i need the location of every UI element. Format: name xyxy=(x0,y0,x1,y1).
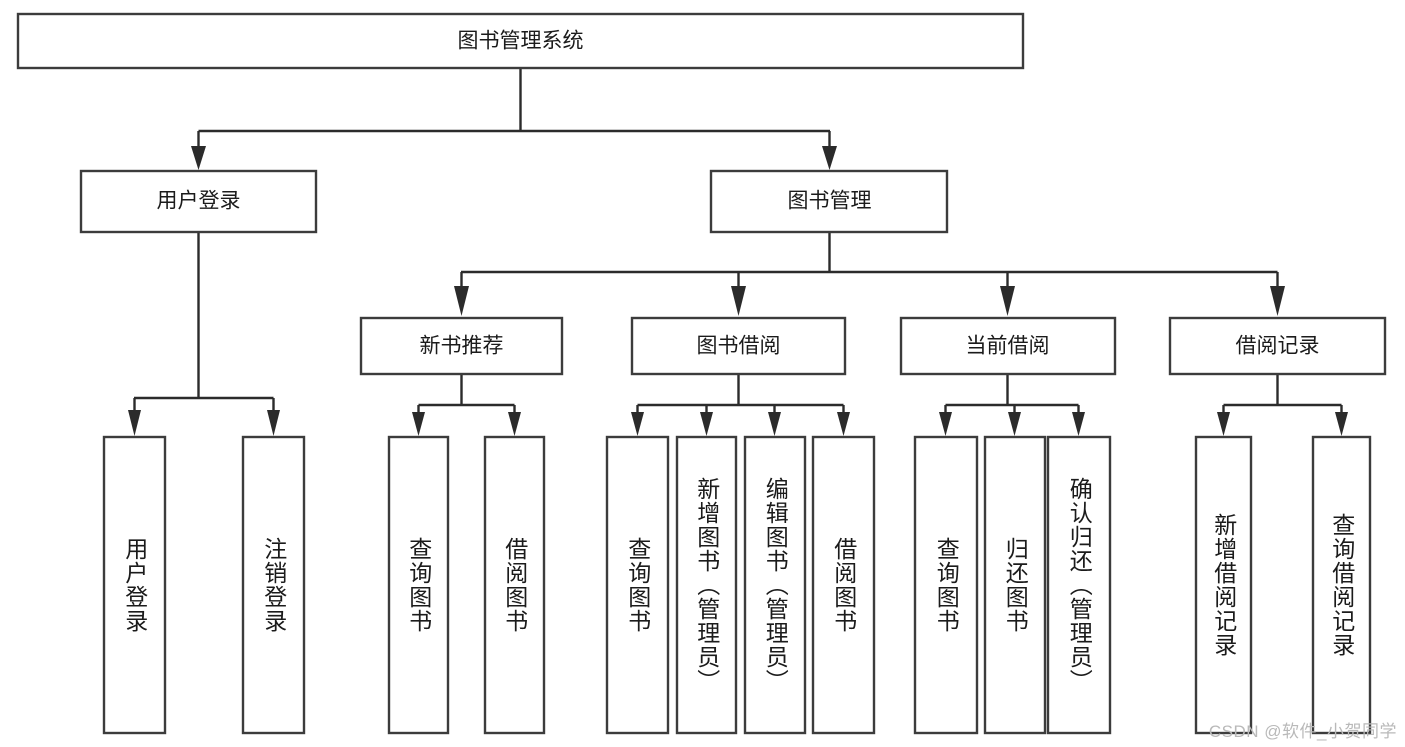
arrow-head-leaf-edit-book xyxy=(768,412,781,436)
connector-group-new-book-recommend xyxy=(412,374,521,436)
node-root-label: 图书管理系统 xyxy=(458,30,584,53)
arrow-head-current-borrow xyxy=(1000,286,1015,316)
leaf-query-book-rec-box[interactable] xyxy=(387,435,450,735)
arrow-head-leaf-add-book xyxy=(700,412,713,436)
node-user-login[interactable]: 用户登录 xyxy=(79,169,318,234)
node-current-borrow-label: 当前借阅 xyxy=(966,335,1050,358)
connector-group-borrow-record xyxy=(1217,374,1348,436)
leaf-add-book-box[interactable] xyxy=(675,435,738,735)
leaf-query-book-current-box[interactable] xyxy=(913,435,979,735)
node-user-login-box[interactable] xyxy=(79,169,318,234)
node-borrow-record[interactable]: 借阅记录 xyxy=(1168,316,1387,376)
connector-group-root xyxy=(191,68,837,170)
arrow-head-leaf-query-borrow-record xyxy=(1335,412,1348,436)
arrow-head-leaf-borrow-book-rec xyxy=(508,412,521,436)
node-book-borrow[interactable]: 图书借阅 xyxy=(630,316,847,376)
node-root-box[interactable] xyxy=(16,12,1025,70)
leaf-logout-login-box[interactable] xyxy=(241,435,306,735)
connector-group-user-login xyxy=(128,232,280,436)
arrow-head-leaf-query-book-current xyxy=(939,412,952,436)
connector-group-current-borrow xyxy=(939,374,1085,436)
leaf-borrow-book-box[interactable] xyxy=(811,435,876,735)
leaf-add-borrow-record-box[interactable] xyxy=(1194,435,1253,735)
leaf-confirm-return-box[interactable] xyxy=(1046,435,1112,735)
connector-group-book-borrow xyxy=(631,374,850,436)
arrow-head-book-management xyxy=(822,146,837,170)
node-borrow-record-label: 借阅记录 xyxy=(1236,335,1320,358)
node-book-management[interactable]: 图书管理 xyxy=(709,169,949,234)
node-borrow-record-box[interactable] xyxy=(1168,316,1387,376)
node-user-login-label: 用户登录 xyxy=(157,190,241,213)
node-current-borrow[interactable]: 当前借阅 xyxy=(899,316,1117,376)
arrow-head-borrow-record xyxy=(1270,286,1285,316)
node-book-borrow-box[interactable] xyxy=(630,316,847,376)
node-new-book-recommend-label: 新书推荐 xyxy=(420,335,504,358)
node-book-borrow-label: 图书借阅 xyxy=(697,335,781,358)
arrow-head-leaf-add-borrow-record xyxy=(1217,412,1230,436)
arrow-head-leaf-return-book xyxy=(1008,412,1021,436)
leaf-edit-book-box[interactable] xyxy=(743,435,807,735)
arrow-head-leaf-logout-login xyxy=(267,410,280,436)
csdn-watermark: CSDN @软件_小贺同学 xyxy=(1208,722,1397,741)
arrow-head-user-login xyxy=(191,146,206,170)
arrow-head-leaf-query-book-rec xyxy=(412,412,425,436)
leaf-query-book-borrow-box[interactable] xyxy=(605,435,670,735)
leaf-user-login-box[interactable] xyxy=(102,435,167,735)
node-current-borrow-box[interactable] xyxy=(899,316,1117,376)
leaf-query-borrow-record-box[interactable] xyxy=(1311,435,1372,735)
arrow-head-leaf-query-book-borrow xyxy=(631,412,644,436)
arrow-head-leaf-user-login xyxy=(128,410,141,436)
node-book-management-box[interactable] xyxy=(709,169,949,234)
node-new-book-recommend-box[interactable] xyxy=(359,316,564,376)
leaf-boxes xyxy=(102,435,1372,735)
arrow-head-leaf-borrow-book xyxy=(837,412,850,436)
leaf-borrow-book-rec-box[interactable] xyxy=(483,435,546,735)
node-root[interactable]: 图书管理系统 xyxy=(16,12,1025,70)
leaf-return-book-box[interactable] xyxy=(983,435,1047,735)
node-new-book-recommend[interactable]: 新书推荐 xyxy=(359,316,564,376)
arrow-head-leaf-confirm-return xyxy=(1072,412,1085,436)
node-book-management-label: 图书管理 xyxy=(788,190,872,213)
arrow-head-book-borrow xyxy=(731,286,746,316)
arrow-head-new-book-recommend xyxy=(454,286,469,316)
connector-group-book-management xyxy=(454,232,1285,316)
